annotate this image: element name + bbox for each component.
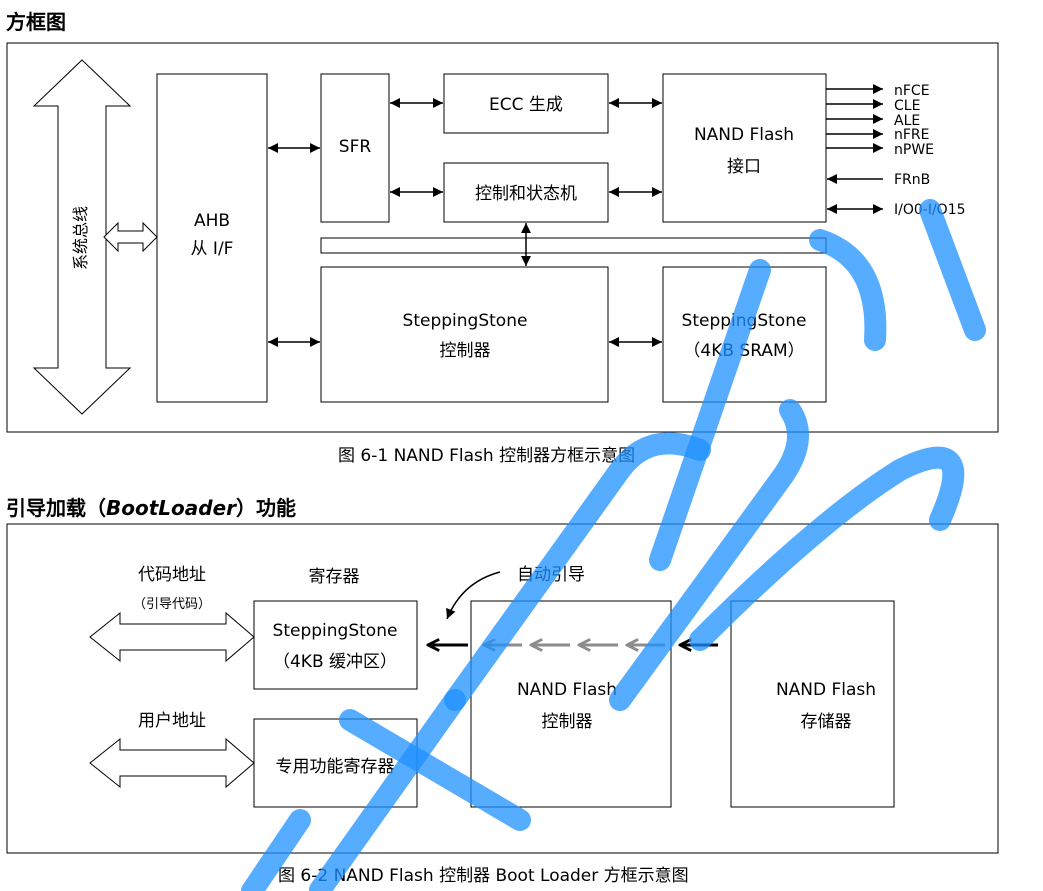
npwe-label: nPWE	[894, 142, 934, 158]
auto-boot-curved-arrow	[446, 571, 501, 620]
figure-6-2-caption: 图 6-2 NAND Flash 控制器 Boot Loader 方框示意图	[278, 866, 689, 886]
nfce-label: nFCE	[894, 83, 930, 99]
steppingstone-buffer-label: SteppingStone	[273, 621, 398, 641]
watermark-stroke-2	[309, 689, 466, 891]
cle-label: CLE	[894, 98, 920, 114]
nand-controller-sub-label: 控制器	[542, 712, 593, 732]
ecc-block	[443, 73, 609, 134]
watermark-stroke-7	[649, 259, 771, 571]
watermark-stroke-6	[689, 446, 965, 651]
internal-bus-bar	[320, 237, 827, 254]
nand-interface-sub-label: 接口	[727, 157, 761, 177]
ahb-sub-label: 从 I/F	[191, 239, 234, 259]
watermark-stroke-9	[919, 199, 986, 341]
nand-flash-storage-block	[730, 600, 895, 808]
steppingstone-controller-sub-label: 控制器	[440, 341, 491, 361]
watermark-stroke-3	[339, 709, 531, 831]
figure-6-1-frame	[6, 42, 999, 433]
code-address-arrow	[89, 611, 255, 663]
bootloader-heading-em: BootLoader	[106, 496, 237, 520]
ale-label: ALE	[894, 113, 920, 129]
control-state-machine-block	[443, 162, 609, 223]
sfr-block	[320, 73, 390, 223]
ahb-label: AHB	[194, 211, 230, 231]
nand-storage-sub-label: 存储器	[801, 712, 852, 732]
nand-interface-label: NAND Flash	[694, 125, 794, 145]
watermark-stroke-8	[809, 229, 887, 351]
bootloader-heading-prefix: 引导加载（	[6, 496, 106, 520]
nand-flash-interface-block	[662, 73, 827, 223]
user-address-arrow	[89, 737, 255, 789]
special-function-register-label: 专用功能寄存器	[276, 757, 395, 777]
figure-6-1-caption: 图 6-1 NAND Flash 控制器方框示意图	[338, 446, 636, 466]
ecc-label: ECC 生成	[489, 95, 563, 115]
bootloader-heading-suffix: ）功能	[236, 496, 297, 520]
bus-ahb-link-arrow	[103, 221, 158, 253]
watermark-stroke-5	[609, 399, 809, 711]
nand-controller-label: NAND Flash	[517, 680, 617, 700]
steppingstone-buffer-sub-label: （4KB 缓冲区）	[273, 652, 397, 672]
sfr-label: SFR	[339, 137, 372, 157]
user-address-label: 用户地址	[138, 711, 206, 731]
nfre-label: nFRE	[894, 127, 930, 143]
steppingstone-sram-sub-label: （4KB SRAM）	[683, 341, 804, 361]
steppingstone-controller-label: SteppingStone	[403, 311, 528, 331]
control-state-machine-label: 控制和状态机	[475, 184, 577, 204]
block-diagram-heading: 方框图	[6, 10, 66, 34]
steppingstone-controller-block	[320, 266, 609, 403]
figure-6-2-frame	[6, 523, 999, 854]
bootloader-heading: 引导加载（BootLoader）功能	[6, 492, 296, 521]
frnb-label: FRnB	[894, 172, 930, 188]
ahb-slave-if-block	[156, 73, 268, 403]
system-bus-arrow	[32, 59, 132, 415]
watermark	[241, 199, 986, 891]
watermark-stroke-1	[241, 809, 311, 891]
code-address-note: （引导代码）	[133, 597, 211, 612]
steppingstone-buffer-block	[253, 600, 418, 690]
nand-storage-label: NAND Flash	[776, 680, 876, 700]
system-bus-label: 系统总线	[71, 206, 90, 270]
code-address-label: 代码地址	[138, 565, 206, 585]
register-label: 寄存器	[309, 567, 360, 587]
